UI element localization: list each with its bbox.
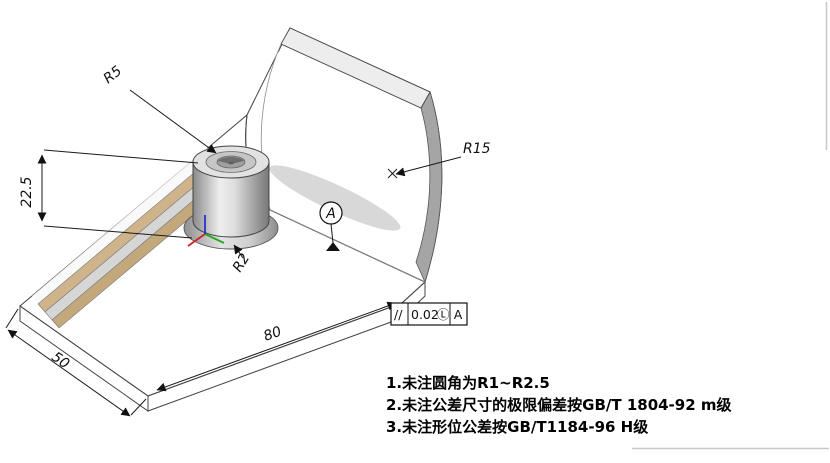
hole-bottom (228, 161, 234, 165)
flange-outer-band (415, 90, 443, 284)
flange-top-strip (280, 27, 431, 109)
dimension-line (156, 301, 397, 392)
extension-line (130, 398, 147, 416)
datum-circle (319, 201, 343, 225)
leader-line (129, 89, 217, 154)
step-grooves (32, 148, 236, 329)
dimension-height: 22.5 (19, 149, 199, 239)
fcf-datum-ref: A (454, 307, 463, 322)
leader-line (233, 244, 244, 259)
dimension-label: R2 (230, 251, 253, 275)
fcf-tolerance: 0.02 (411, 307, 439, 322)
bend-tangent-line (269, 209, 426, 283)
edge-highlight-band (32, 148, 214, 304)
parallelism-symbol-icon: // (394, 307, 403, 322)
dimension-r5: R5 (101, 63, 217, 154)
datum-flag: A (319, 201, 343, 251)
feature-control-frame: // 0.02 Ⓛ A (390, 302, 468, 326)
fcf-modifier-icon: Ⓛ (437, 307, 450, 322)
plate-front-face (147, 302, 403, 412)
datum-triangle-icon (326, 242, 340, 251)
dimension-label: R15 (463, 141, 491, 157)
dimension-label: 80 (262, 324, 284, 345)
datum-label: A (325, 206, 336, 222)
dimension-label: 22.5 (19, 176, 35, 207)
note-line: 2.未注公差尺寸的极限偏差按GB/T 1804-92 m级 (386, 396, 733, 414)
cylinder-body (192, 161, 270, 238)
datum-stem (330, 223, 334, 244)
note-line: 1.未注圆角为R1~R2.5 (386, 374, 550, 392)
origin-triad (187, 215, 225, 247)
x-axis-icon (187, 233, 206, 247)
dimension-label: R5 (101, 63, 126, 87)
shade-streak (269, 165, 401, 231)
dimension-line (7, 329, 131, 417)
technical-notes: 1.未注圆角为R1~R2.5 2.未注公差尺寸的极限偏差按GB/T 1804-9… (386, 374, 733, 436)
highlight-streak (301, 105, 403, 155)
note-line: 3.未注形位公差按GB/T1184-96 H级 (386, 418, 649, 436)
y-axis-icon (204, 233, 225, 244)
cylindrical-boss (183, 145, 279, 250)
dimension-label: 50 (48, 349, 72, 372)
dimension-width: 50 (5, 308, 147, 417)
curved-flange (245, 27, 443, 284)
fcf-box (390, 302, 468, 326)
extension-line (5, 308, 19, 329)
dimension-r15: R15 (387, 141, 491, 179)
extension-line (43, 225, 193, 239)
dimension-length: 80 (156, 301, 397, 392)
dimension-r2: R2 (230, 244, 253, 275)
x-mark (387, 168, 398, 179)
leader-line (395, 156, 462, 177)
extension-line (43, 149, 199, 164)
highlight-streak (288, 64, 402, 120)
plate-left-face (19, 305, 149, 412)
countersink-shade (218, 156, 244, 164)
